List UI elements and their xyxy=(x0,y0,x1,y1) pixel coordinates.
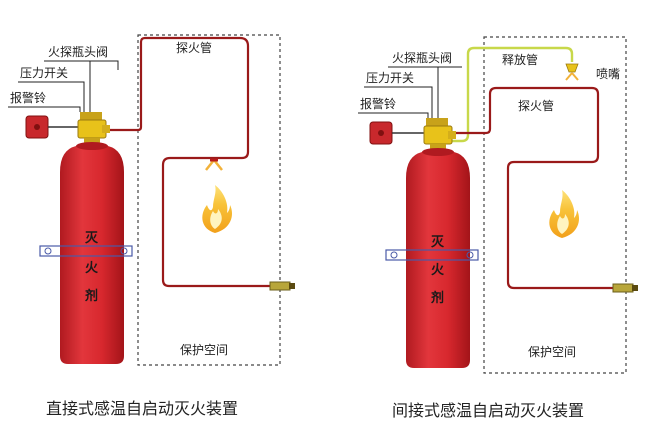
right-mounting-bracket xyxy=(385,249,479,261)
left-cylinder-char-2: 火 xyxy=(85,261,99,276)
right-release-tube-label: 释放管 xyxy=(502,52,538,67)
right-alarm-bell-icon xyxy=(369,121,393,145)
right-cylinder-char-1: 灭 xyxy=(430,235,445,250)
left-pressure-switch-label: 压力开关 xyxy=(20,66,68,80)
right-pressure-switch-label: 压力开关 xyxy=(366,71,414,85)
right-tube-label: 探火管 xyxy=(518,98,554,113)
right-tube-end-plug xyxy=(612,283,638,293)
right-valve-label: 火探瓶头阀 xyxy=(392,51,452,65)
right-fire-icon xyxy=(549,190,580,238)
right-caption: 间接式感温自启动灭火装置 xyxy=(392,401,584,420)
right-pressure-switch-leader xyxy=(364,86,433,124)
right-cylinder-char-2: 火 xyxy=(431,263,445,278)
left-fire-icon xyxy=(202,185,233,233)
right-extinguisher-cylinder xyxy=(406,148,470,368)
left-valve-leader xyxy=(44,60,119,112)
left-caption: 直接式感温自启动灭火装置 xyxy=(46,399,238,418)
left-valve-label: 火探瓶头阀 xyxy=(48,45,108,59)
left-alarm-label: 报警铃 xyxy=(10,90,46,105)
left-tube-burst-marker xyxy=(205,158,223,171)
left-pressure-switch-leader xyxy=(18,81,85,112)
left-fire-detection-tube xyxy=(108,36,275,288)
left-valve-assembly xyxy=(77,112,110,146)
left-protected-space-box xyxy=(137,34,281,366)
left-tube-end-plug xyxy=(269,281,295,291)
right-release-tube xyxy=(448,46,574,143)
left-space-label: 保护空间 xyxy=(180,343,228,357)
left-cylinder-char-1: 灭 xyxy=(84,231,99,246)
left-mounting-bracket xyxy=(39,245,133,257)
left-cylinder-char-3: 剂 xyxy=(84,288,98,304)
right-protected-space-box xyxy=(483,36,627,374)
right-valve-assembly xyxy=(423,118,456,152)
right-diagram: 火探瓶头阀 释放管 喷嘴 压力开关 报警铃 探火管 灭 火 剂 xyxy=(358,36,638,420)
left-extinguisher-cylinder xyxy=(60,142,124,364)
right-cylinder-char-3: 剂 xyxy=(430,290,444,306)
left-alarm-leader xyxy=(8,106,81,112)
left-alarm-bell-icon xyxy=(25,115,49,139)
left-tube-label: 探火管 xyxy=(176,40,212,55)
right-alarm-leader xyxy=(358,112,429,124)
right-fire-detection-tube xyxy=(452,86,618,290)
left-diagram: 火探瓶头阀 压力开关 报警铃 灭 火 剂 xyxy=(8,34,295,418)
right-nozzle-label: 喷嘴 xyxy=(596,67,620,81)
right-nozzle-icon xyxy=(565,63,579,81)
right-valve-leader xyxy=(388,66,462,124)
right-alarm-label: 报警铃 xyxy=(360,96,396,111)
right-space-label: 保护空间 xyxy=(528,345,576,359)
